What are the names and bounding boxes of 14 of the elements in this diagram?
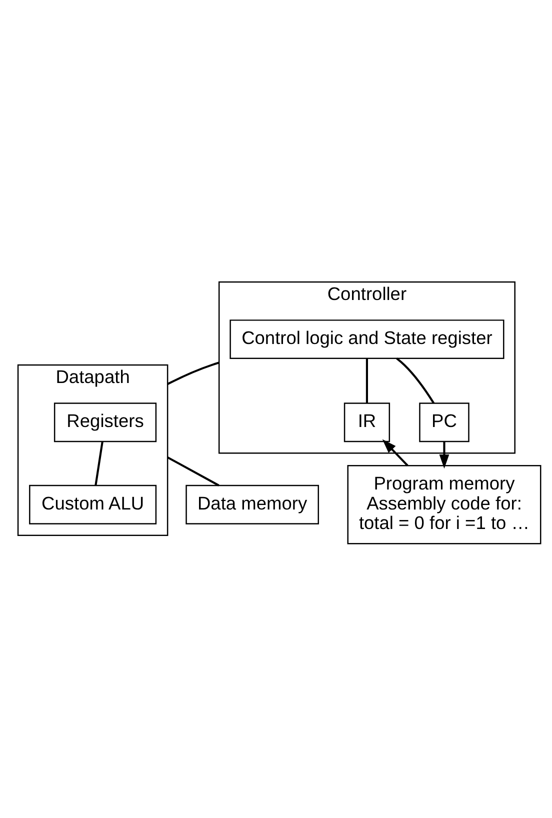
connector bbox=[366, 358, 368, 403]
node-box: Registers bbox=[54, 402, 157, 442]
node-box: PC bbox=[419, 402, 470, 442]
connector bbox=[396, 357, 435, 404]
node-box: Custom ALU bbox=[29, 484, 157, 524]
connector bbox=[167, 456, 220, 486]
node-box: IR bbox=[344, 402, 390, 442]
connector bbox=[167, 361, 220, 385]
arrow bbox=[382, 438, 408, 466]
connector bbox=[94, 440, 104, 485]
node-box: Data memory bbox=[186, 484, 319, 524]
arrow bbox=[439, 441, 450, 468]
node-box: Control logic and State register bbox=[230, 319, 504, 359]
node-box: Program memory Assembly code for: total = 0 for i =1 to … bbox=[347, 464, 542, 544]
